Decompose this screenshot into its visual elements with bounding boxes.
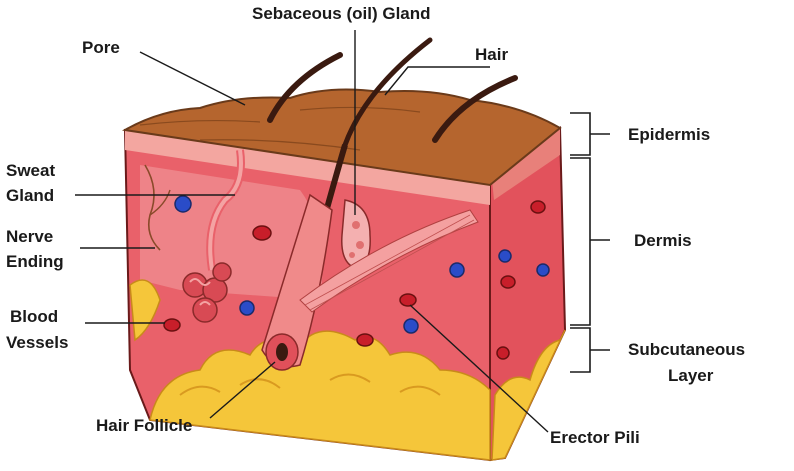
epidermis-brace bbox=[570, 113, 610, 155]
sebaceous-gland-label: Sebaceous (oil) Gland bbox=[252, 4, 431, 23]
subcutaneous-label-line2: Layer bbox=[668, 366, 714, 385]
sweat-gland-label-line2: Gland bbox=[6, 186, 54, 205]
blood-vessels-label-line1: Blood bbox=[10, 307, 58, 326]
hair-follicle-label: Hair Follicle bbox=[96, 416, 192, 435]
nerve-ending-label-line2: Ending bbox=[6, 252, 64, 271]
subcutaneous-label-line1: Subcutaneous bbox=[628, 340, 745, 359]
hair-label: Hair bbox=[475, 45, 508, 64]
dermis-brace bbox=[570, 158, 610, 325]
blood-vessels-label-line2: Vessels bbox=[6, 333, 68, 352]
pore-leader bbox=[140, 52, 245, 105]
erector-pili-label: Erector Pili bbox=[550, 428, 640, 447]
nerve-ending-label-line1: Nerve bbox=[6, 227, 53, 246]
right-face bbox=[490, 128, 565, 460]
dermis-label: Dermis bbox=[634, 231, 692, 250]
epidermis-label: Epidermis bbox=[628, 125, 710, 144]
subcutaneous-brace bbox=[570, 328, 610, 372]
pore-label: Pore bbox=[82, 38, 120, 57]
sweat-gland-label-line1: Sweat bbox=[6, 161, 55, 180]
layer-braces bbox=[570, 113, 610, 372]
